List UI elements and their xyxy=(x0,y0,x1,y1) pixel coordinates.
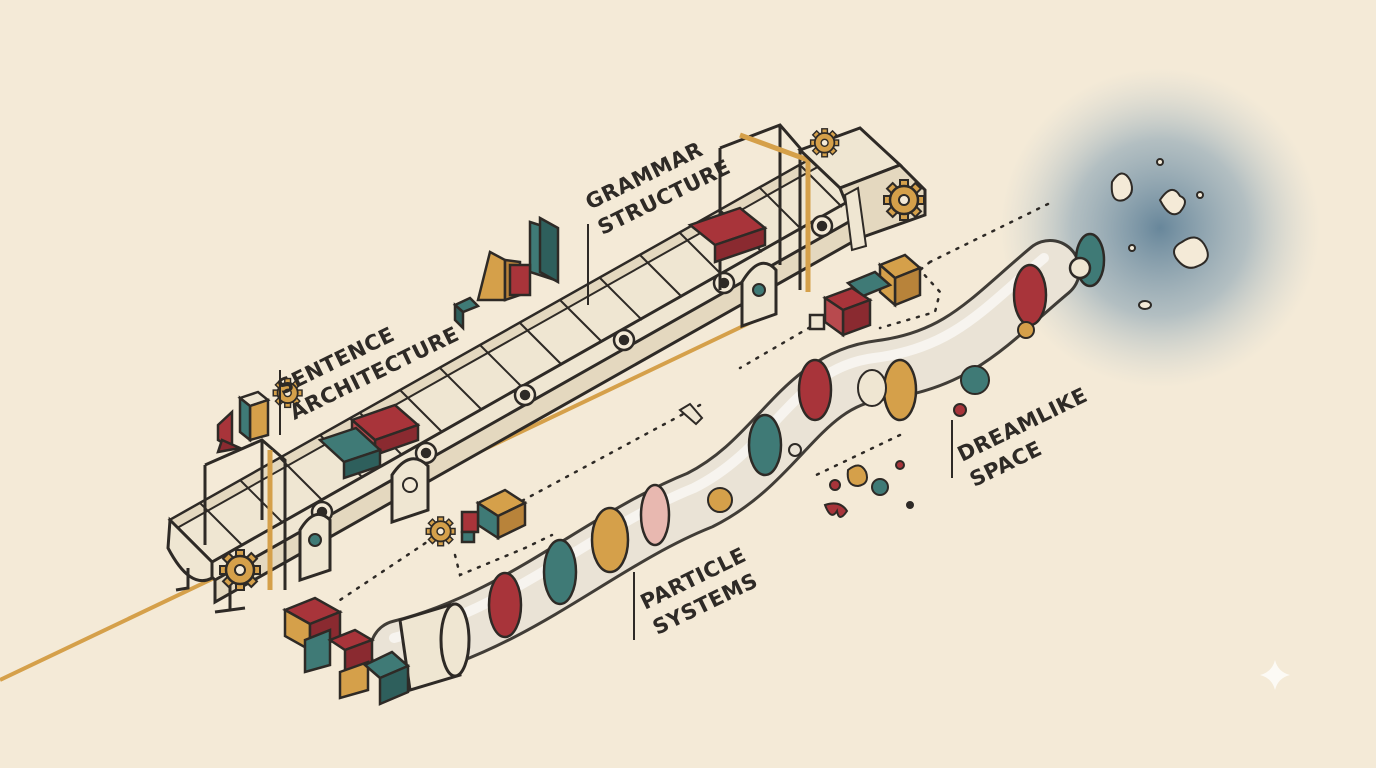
block-cluster-middle xyxy=(460,488,528,544)
label-particle-systems: PARTICLE SYSTEMS xyxy=(637,543,762,640)
floating-particles xyxy=(678,402,914,518)
block-cluster-upper xyxy=(808,253,923,338)
grammar-shapes xyxy=(452,215,560,332)
sentence-shapes xyxy=(216,390,271,454)
gear-icon xyxy=(425,516,456,547)
block-cluster-bottom xyxy=(282,596,411,706)
mist-blobs xyxy=(1110,158,1209,310)
dreamlike-mist xyxy=(1000,68,1320,388)
conveyor-belt xyxy=(166,123,927,614)
gear-icon xyxy=(809,127,840,158)
dotted-connectors xyxy=(338,202,1050,602)
sparkle-icon xyxy=(1260,660,1290,690)
gear-icon xyxy=(218,548,262,592)
label-dreamlike-space: DREAMLIKE SPACE xyxy=(954,383,1092,492)
particle-pipe xyxy=(369,232,1106,692)
gear-icon xyxy=(882,178,926,222)
